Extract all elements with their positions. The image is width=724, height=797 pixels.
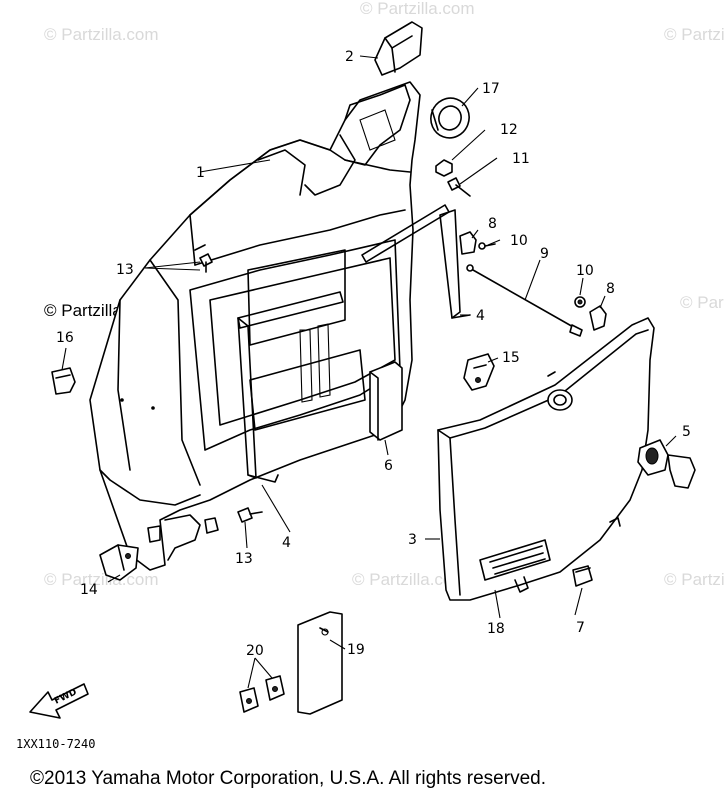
leader-lines [61,55,677,689]
inner-panel-part-1 [89,81,421,571]
watermark: © Partzilla.com [680,293,724,312]
block-part-6 [369,361,403,441]
diagram-code: 1XX110-7240 [16,737,95,751]
callout-18: 18 [487,621,505,637]
watermark: © Partzilla.com [664,25,724,44]
callout-labels: 2 17 12 11 1 8 10 9 13 10 8 4 16 15 5 6 … [56,49,691,659]
callout-13-upper: 13 [116,262,134,278]
callout-12: 12 [500,122,518,138]
cap-part-7 [572,565,593,587]
bracket-part-14 [99,544,139,581]
key-lock-part-5 [637,439,696,489]
callout-5: 5 [682,424,691,440]
plate-part-19 [297,611,343,715]
callout-4-right: 4 [476,308,485,324]
callout-9: 9 [540,246,549,262]
callout-8-upper: 8 [488,216,497,232]
fwd-arrow-icon: FWD [29,683,89,719]
callout-15: 15 [502,350,520,366]
clip-part-16 [51,367,76,395]
callout-14: 14 [80,582,98,598]
callout-13-lower: 13 [235,551,253,567]
watermark: © Partzilla.com [664,570,724,589]
seal-ring-part-17 [430,97,470,139]
latch-part-15 [463,353,495,391]
bracket-part-2 [374,21,423,76]
clip-part-8-right [574,296,607,331]
callout-16: 16 [56,330,74,346]
watermark: © Partzilla.com [360,0,475,18]
callout-2: 2 [345,49,354,65]
callout-7: 7 [576,620,585,636]
copyright-notice: ©2013 Yamaha Motor Corporation, U.S.A. A… [30,768,546,789]
watermark: © Partzilla.com [44,25,159,44]
callout-10-right: 10 [576,263,594,279]
nut-part-12 [435,159,453,177]
callout-20: 20 [246,643,264,659]
callout-8-right: 8 [606,281,615,297]
callout-11: 11 [512,151,530,167]
clips-part-20 [239,675,285,713]
bolt-part-13-lower [237,507,263,523]
callout-19: 19 [347,642,365,658]
callout-17: 17 [482,81,500,97]
clip-part-8-upper [459,231,496,255]
callout-4-left: 4 [282,535,291,551]
cable-part-9 [466,264,583,337]
callout-1: 1 [196,165,205,181]
strip-part-4 [237,204,471,483]
watermark: © Partzilla.com [352,570,467,589]
watermark: © Partzilla.com [44,570,159,589]
callout-10-upper: 10 [510,233,528,249]
callout-6: 6 [384,458,393,474]
bolt-part-11 [447,177,471,197]
lid-part-3 [437,317,655,601]
bolt-part-13-upper [199,253,213,273]
callout-3: 3 [408,532,417,548]
